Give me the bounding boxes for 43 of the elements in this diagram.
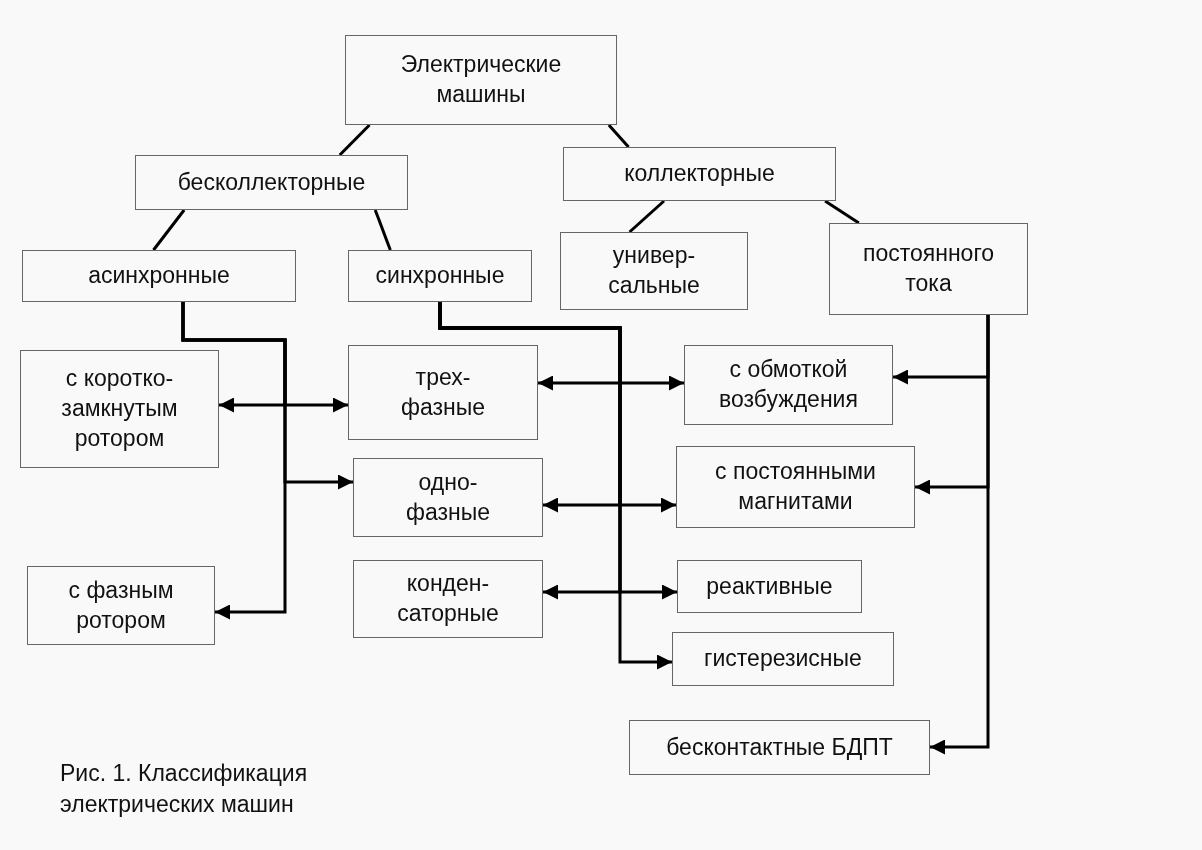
category-label: гистерезисные — [704, 644, 862, 674]
category-label: с фазным ротором — [67, 575, 175, 635]
category-label: синхронные — [375, 261, 505, 291]
category-box — [27, 566, 215, 645]
category-label: трех- фазные — [400, 362, 486, 422]
category-box — [348, 345, 538, 440]
category-box — [676, 446, 915, 528]
category-box — [353, 560, 543, 638]
category-box — [829, 223, 1028, 315]
connector-line — [373, 209, 392, 251]
category-label: конден- саторные — [396, 569, 500, 628]
connector-line — [152, 209, 186, 251]
category-label: постоянного тока — [861, 239, 996, 298]
category-label: с обмоткой возбуждения — [718, 355, 859, 414]
figure-caption: Рис. 1. Классификация электрических машин — [60, 759, 309, 820]
category-box — [677, 560, 862, 613]
category-label: реактивные — [706, 571, 833, 601]
category-box — [348, 250, 532, 302]
category-label: с постоянными магнитами — [714, 457, 877, 516]
category-box — [20, 350, 219, 468]
connector-line — [824, 199, 860, 225]
category-label: одно- фазные — [405, 467, 491, 527]
category-label: асинхронные — [88, 261, 230, 291]
arrow — [930, 315, 990, 755]
category-label: коллекторные — [624, 159, 775, 189]
connector-line — [628, 199, 665, 234]
category-box — [22, 250, 296, 302]
category-label: с коротко- замкнутым ротором — [60, 364, 179, 453]
connector-line — [607, 124, 630, 148]
category-box — [672, 632, 894, 686]
connector-line — [338, 123, 371, 157]
category-box — [135, 155, 408, 210]
category-box — [345, 35, 617, 125]
category-box — [353, 458, 543, 537]
category-label: бесконтактные БДПТ — [666, 732, 893, 762]
category-box — [629, 720, 930, 775]
category-label: универ- сальные — [607, 241, 701, 300]
arrow — [181, 302, 287, 620]
category-box — [563, 147, 836, 201]
category-box — [684, 345, 893, 425]
category-label: Электрические машины — [399, 50, 563, 109]
category-box — [560, 232, 748, 310]
category-label: бесколлекторные — [177, 167, 366, 197]
